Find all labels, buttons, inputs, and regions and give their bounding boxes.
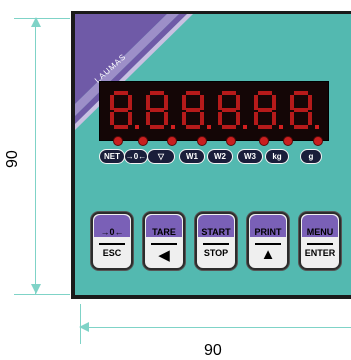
width-dimension-left-arrow-icon — [79, 322, 89, 332]
height-dimension-top-extension — [14, 18, 70, 19]
weight-display — [99, 81, 329, 141]
key-bottom-label: ENTER — [304, 248, 336, 258]
height-dimension-bottom-extension — [14, 294, 70, 295]
key-accent — [146, 215, 182, 237]
key-top-label: PRINT — [254, 227, 282, 237]
indicator-label: W2 — [207, 149, 233, 164]
width-dimension-line — [80, 327, 351, 328]
start-stop-key[interactable]: START STOP — [195, 212, 237, 270]
print-up-key[interactable]: PRINT ▲ — [247, 212, 289, 270]
up-arrow-icon: ▲ — [260, 246, 276, 263]
key-divider — [99, 243, 125, 245]
status-led — [226, 136, 236, 146]
key-top-label: →0← — [100, 227, 124, 237]
menu-enter-key[interactable]: MENU ENTER — [299, 212, 341, 270]
key-accent — [198, 215, 234, 237]
indicator-label: W3 — [237, 149, 263, 164]
key-accent — [250, 215, 286, 237]
status-led — [313, 136, 323, 146]
status-led — [113, 136, 123, 146]
key-bottom-label: ESC — [102, 248, 122, 258]
height-dimension-line — [35, 18, 36, 294]
left-arrow-icon: ◀ — [158, 247, 170, 264]
key-top-label: START — [201, 227, 231, 237]
key-accent — [302, 215, 338, 237]
status-led — [138, 136, 148, 146]
status-led — [167, 136, 177, 146]
zero-esc-key[interactable]: →0← ESC — [91, 212, 133, 270]
segment-digit — [290, 91, 319, 129]
segment-digit — [146, 91, 175, 129]
width-dimension-left-extension — [80, 304, 81, 344]
indicator-label: kg — [265, 149, 289, 164]
indicator-label: NET — [99, 149, 125, 164]
seven-segment-readout — [110, 91, 319, 129]
status-led — [197, 136, 207, 146]
key-top-label: TARE — [152, 227, 176, 237]
height-dimension-label: 90 — [4, 150, 21, 168]
key-divider — [307, 243, 333, 245]
indicator-label: g — [300, 149, 322, 164]
segment-digit — [254, 91, 283, 129]
indicator-label: ▽ — [147, 149, 175, 164]
segment-digit — [110, 91, 139, 129]
status-led — [283, 136, 293, 146]
key-top-label: MENU — [306, 227, 334, 237]
status-led — [259, 136, 269, 146]
height-dimension-top-arrow-icon — [31, 17, 41, 27]
key-divider — [151, 243, 177, 245]
key-divider — [203, 243, 229, 245]
segment-digit — [218, 91, 247, 129]
segment-digit — [182, 91, 211, 129]
height-dimension-bottom-arrow-icon — [31, 284, 41, 294]
key-accent — [94, 215, 130, 237]
width-dimension-label: 90 — [204, 342, 222, 359]
indicator-label: W1 — [179, 149, 205, 164]
indicator-label: →0← — [124, 149, 148, 164]
key-divider — [255, 243, 281, 245]
tare-left-key[interactable]: TARE ◀ — [143, 212, 185, 270]
key-bottom-label: STOP — [203, 248, 229, 258]
